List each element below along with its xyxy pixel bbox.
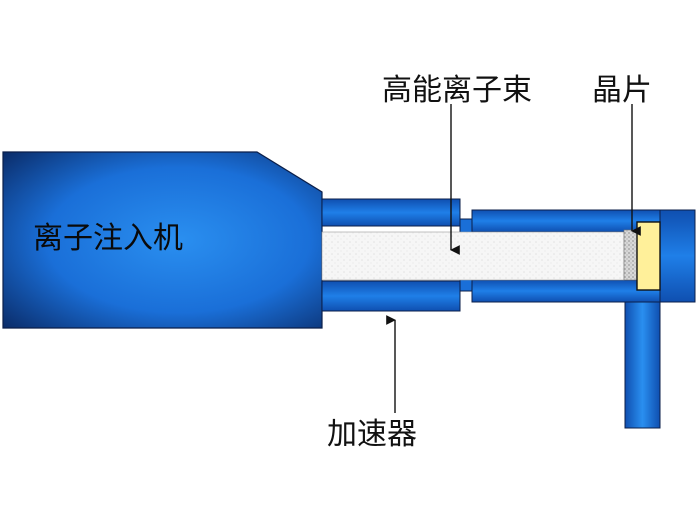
wafer-surface <box>623 229 639 281</box>
wafer-holder-plate <box>636 221 661 291</box>
accelerator-upper-wall <box>321 198 461 227</box>
ion-beam-label: 高能离子束 <box>382 73 532 108</box>
accelerator-lower-wall <box>321 280 461 312</box>
chamber-end-wall <box>659 209 696 303</box>
accelerator-label: 加速器 <box>327 417 417 452</box>
ion-implanter-label: 离子注入机 <box>33 221 183 256</box>
ion-beam <box>321 231 625 281</box>
wafer-holder-arm <box>624 301 661 429</box>
wafer-label: 晶片 <box>592 73 652 108</box>
